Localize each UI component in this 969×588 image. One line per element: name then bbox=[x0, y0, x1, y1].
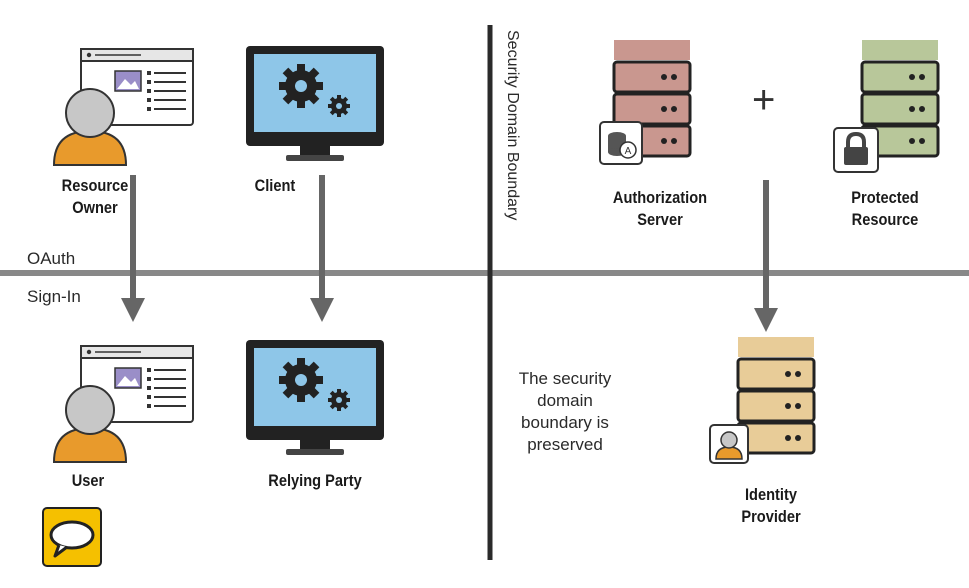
monitor-icon bbox=[246, 340, 384, 455]
protected-resource-label-line2: Resource bbox=[851, 210, 919, 229]
relying-party-monitor-icon bbox=[246, 340, 384, 455]
identity-provider-label: Identity Provider bbox=[724, 484, 819, 528]
protected-resource-label-line1: Protected bbox=[851, 188, 919, 207]
authorization-server-label-line2: Server bbox=[637, 210, 683, 229]
gears-icon bbox=[279, 64, 323, 108]
resource-owner-icon bbox=[53, 48, 194, 166]
database-badge-icon: A bbox=[599, 121, 643, 165]
relying-party-label: Relying Party bbox=[268, 471, 362, 490]
client-label: Client bbox=[254, 176, 296, 195]
resource-owner-label-line2: Owner bbox=[72, 198, 118, 217]
identity-provider-label-line2: Provider bbox=[741, 507, 801, 526]
protected-resource-icon bbox=[833, 40, 940, 173]
resource-owner-label-line1: Resource bbox=[61, 176, 129, 195]
boundary-note: The security domain boundary is preserve… bbox=[518, 369, 612, 454]
authorization-server-label-line1: Authorization bbox=[612, 188, 708, 207]
identity-provider-label-line1: Identity bbox=[744, 485, 797, 504]
user-icon bbox=[53, 345, 194, 463]
person-badge-icon bbox=[709, 424, 749, 464]
lane-label-sign-in: Sign-In bbox=[27, 287, 81, 306]
authorization-server-label: Authorization Server bbox=[608, 187, 711, 231]
plus-operator: + bbox=[752, 78, 776, 122]
authorization-server-icon: A bbox=[599, 40, 692, 165]
arrow-client-to-relying-party bbox=[310, 175, 334, 322]
client-monitor-icon bbox=[246, 46, 384, 161]
svg-text:A: A bbox=[625, 146, 632, 157]
lock-badge-icon bbox=[833, 127, 879, 173]
identity-provider-icon bbox=[709, 337, 816, 464]
security-boundary-label: Security Domain Boundary bbox=[504, 30, 521, 221]
arrow-authorization-to-identity bbox=[754, 180, 778, 332]
protected-resource-label: Protected Resource bbox=[838, 187, 933, 231]
speech-bubble-icon[interactable] bbox=[42, 507, 103, 568]
arrow-resource-owner-to-user bbox=[121, 175, 145, 322]
monitor-icon bbox=[246, 46, 384, 161]
user-label: User bbox=[71, 471, 105, 490]
lane-label-oauth: OAuth bbox=[27, 249, 76, 268]
resource-owner-label: Resource Owner bbox=[48, 175, 143, 219]
gears-icon bbox=[279, 358, 323, 402]
